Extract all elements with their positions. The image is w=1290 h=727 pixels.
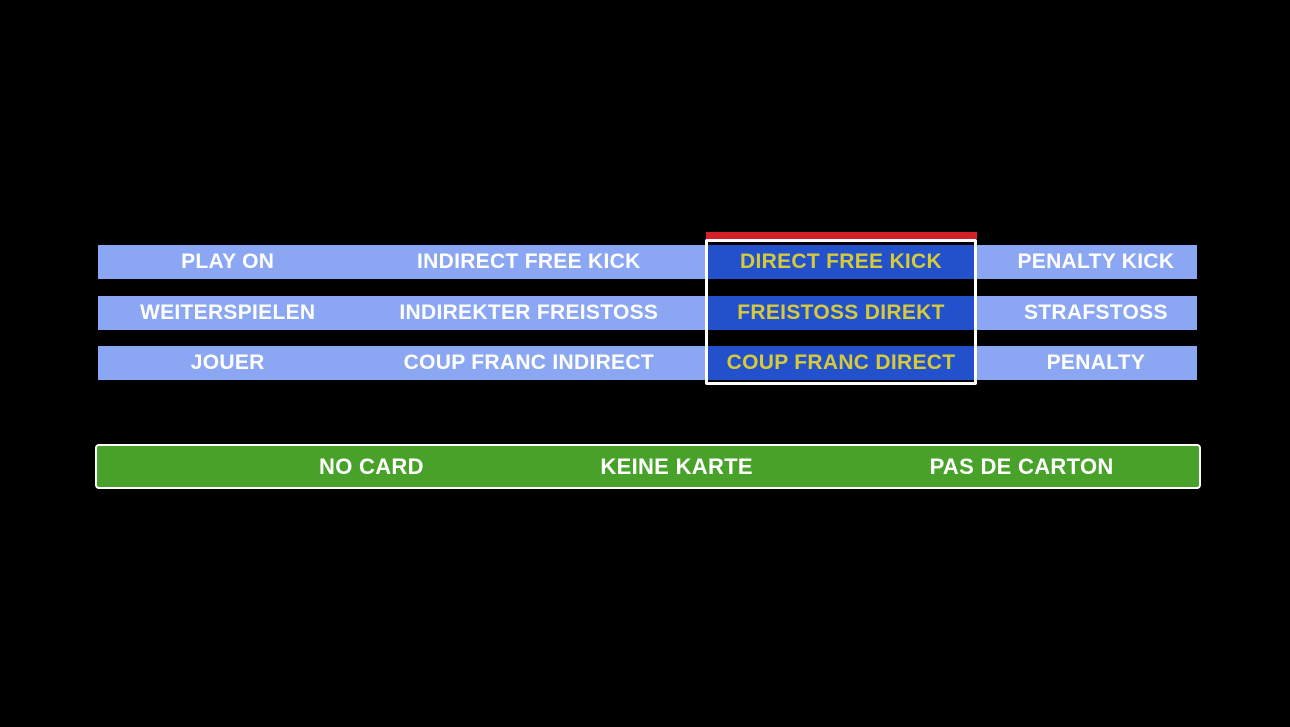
answer-indirect-free-kick[interactable]: INDIRECT FREE KICK xyxy=(417,250,641,273)
answer-indirekter-freistoss[interactable]: INDIREKTER FREISTOSS xyxy=(399,301,659,324)
answer-weiterspielen[interactable]: WEITERSPIELEN xyxy=(139,301,316,324)
answer-row-french: JOUER COUP FRANC INDIRECT PENALTY xyxy=(98,346,1197,380)
no-card-bar-inner: NO CARD KEINE KARTE PAS DE CARTON xyxy=(97,446,1199,487)
no-card-label-german: KEINE KARTE xyxy=(600,453,753,479)
answer-play-on[interactable]: PLAY ON xyxy=(181,250,275,273)
answer-strafstoss[interactable]: STRAFSTOSS xyxy=(1023,301,1168,324)
answer-row-english: PLAY ON INDIRECT FREE KICK PENALTY KICK xyxy=(98,245,1197,279)
answer-penalty[interactable]: PENALTY xyxy=(1046,351,1146,374)
answer-coup-franc-indirect[interactable]: COUP FRANC INDIRECT xyxy=(403,351,654,374)
answer-coup-franc-direct[interactable]: COUP FRANC DIRECT xyxy=(708,346,974,380)
selected-column-indicator-bar xyxy=(706,232,977,239)
selected-column-highlight: DIRECT FREE KICK FREISTOSS DIREKT COUP F… xyxy=(705,239,977,385)
no-card-label-english: NO CARD xyxy=(319,453,424,479)
selected-column-cells: DIRECT FREE KICK FREISTOSS DIREKT COUP F… xyxy=(708,242,974,382)
answer-penalty-kick[interactable]: PENALTY KICK xyxy=(1017,250,1175,273)
answer-row-german: WEITERSPIELEN INDIREKTER FREISTOSS STRAF… xyxy=(98,296,1197,330)
answer-direct-free-kick[interactable]: DIRECT FREE KICK xyxy=(708,245,974,279)
no-card-label-french: PAS DE CARTON xyxy=(929,453,1114,479)
answer-freistoss-direkt[interactable]: FREISTOSS DIREKT xyxy=(708,296,974,330)
answer-jouer[interactable]: JOUER xyxy=(190,351,265,374)
no-card-bar[interactable]: NO CARD KEINE KARTE PAS DE CARTON xyxy=(95,444,1201,489)
